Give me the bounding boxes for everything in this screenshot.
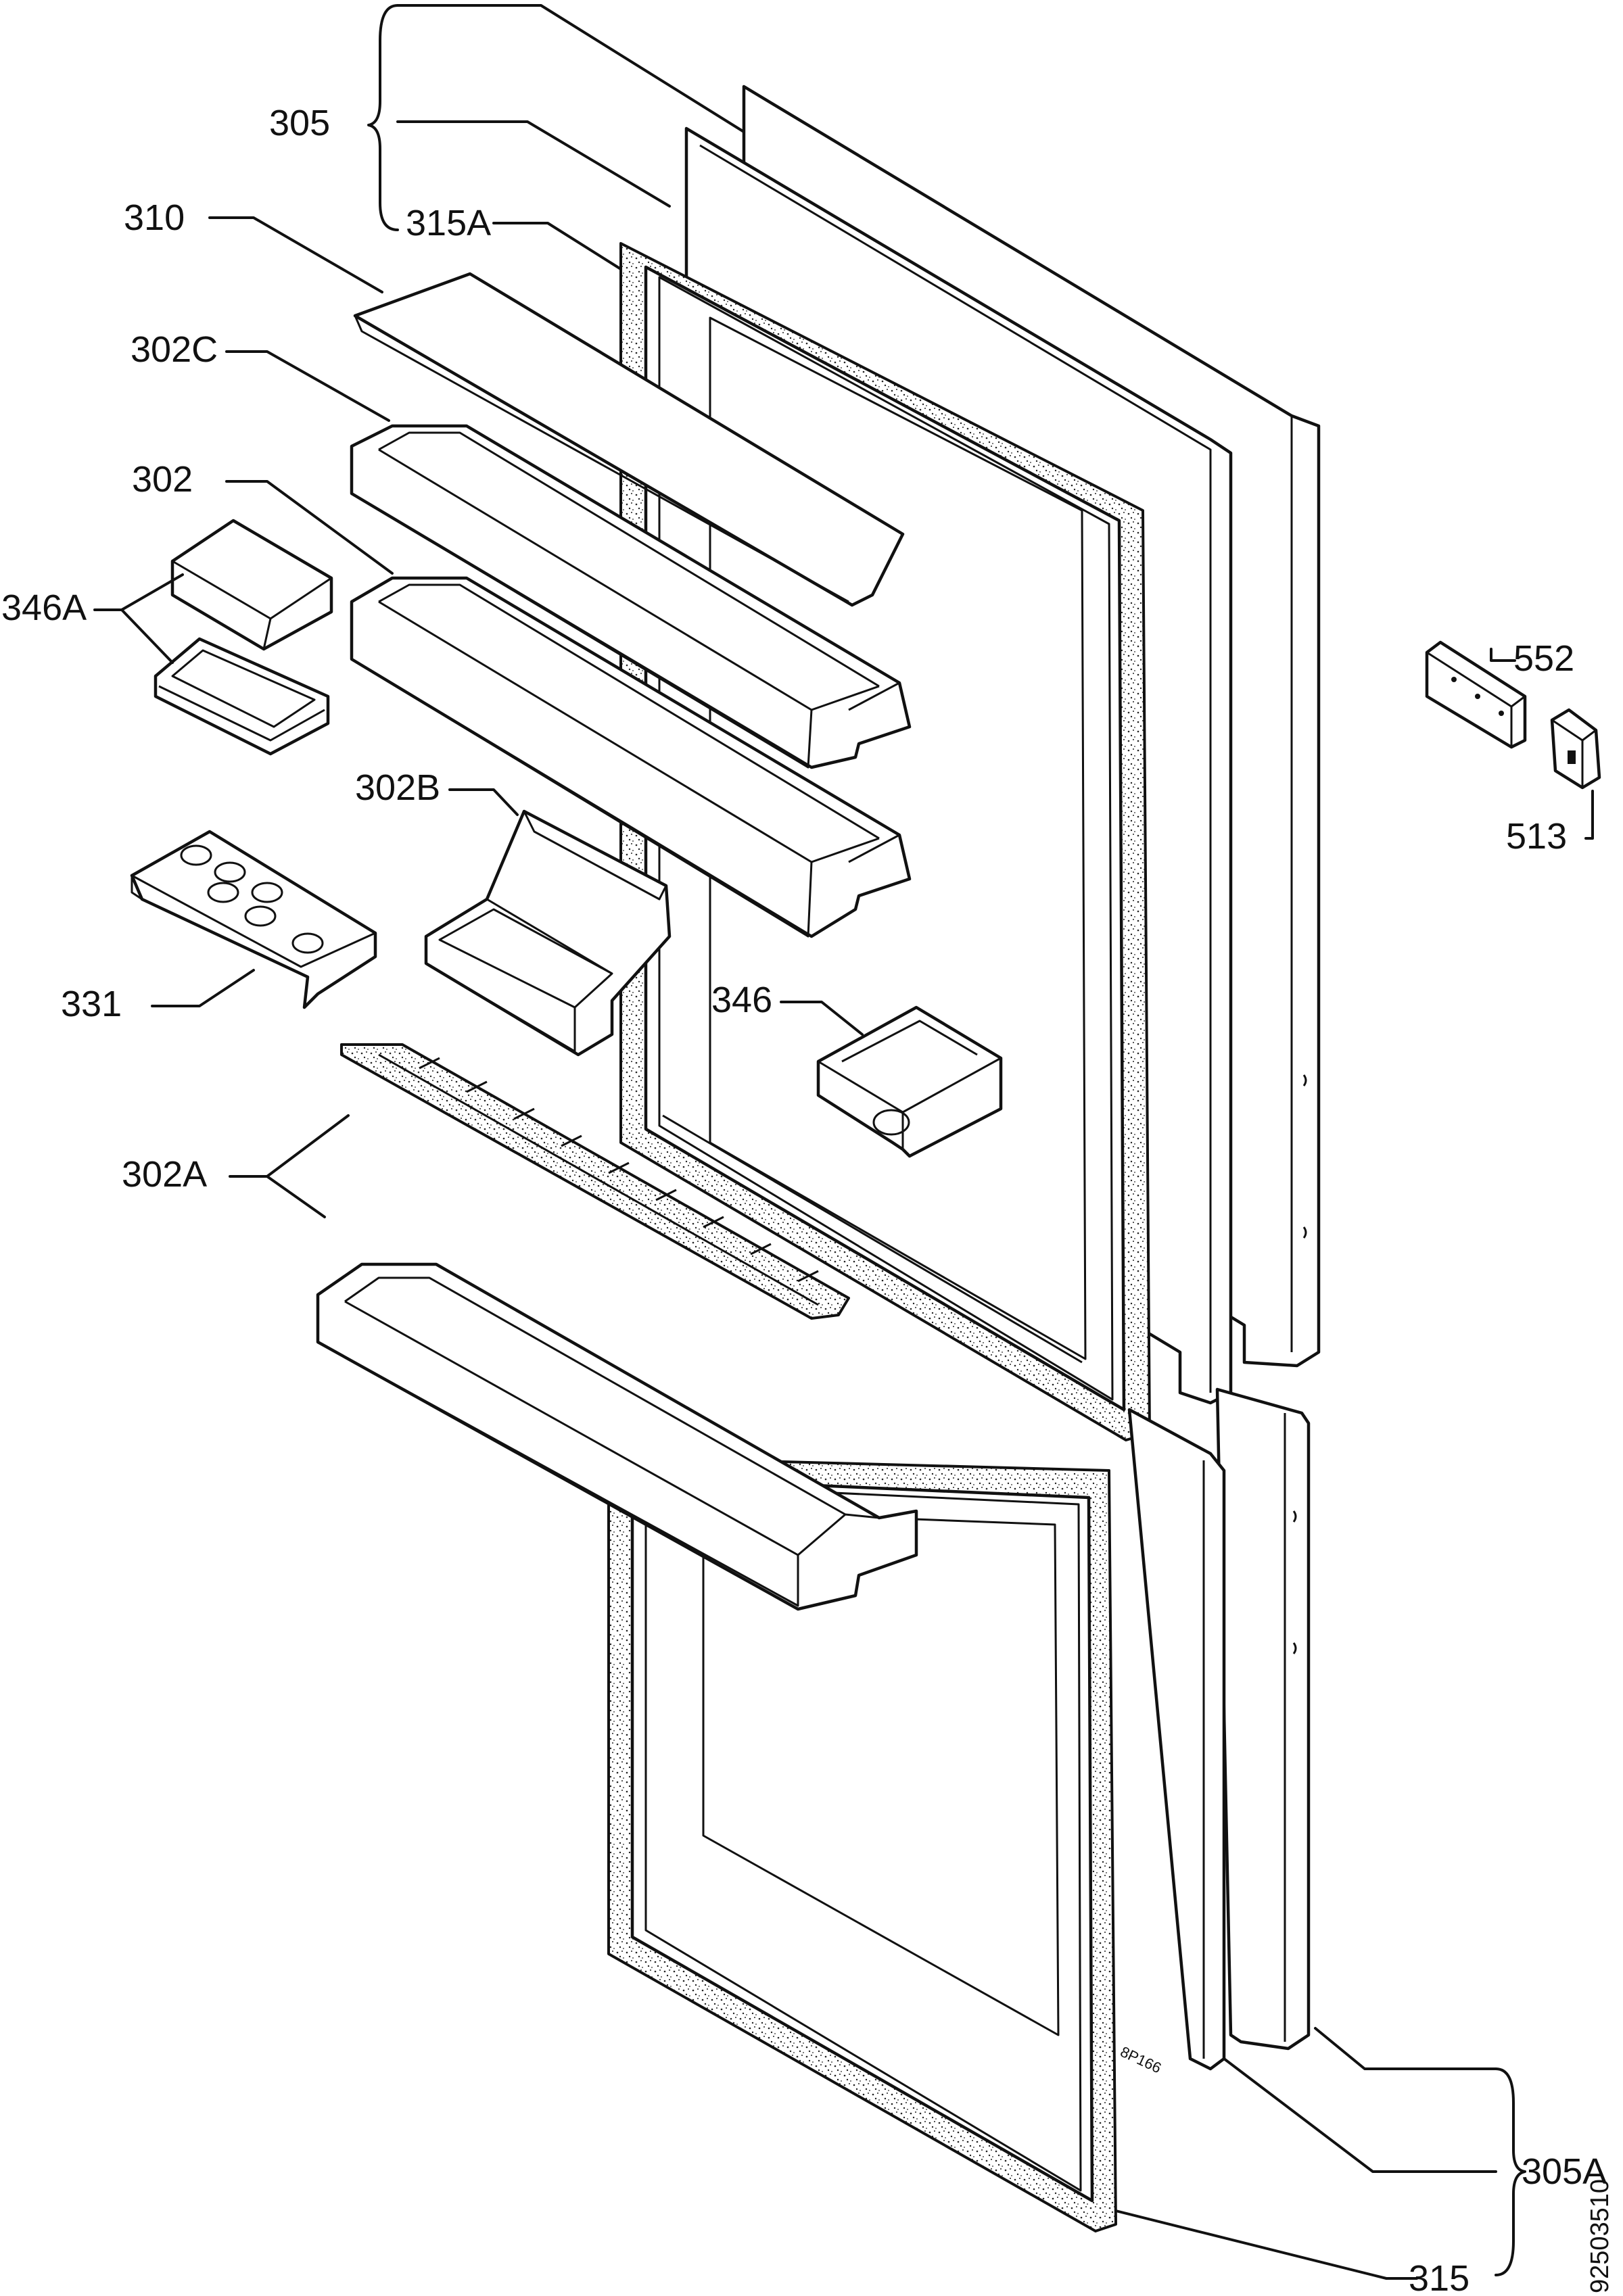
part-310-shelf-cover bbox=[353, 272, 905, 607]
label-310: 310 bbox=[124, 197, 185, 238]
label-305: 305 bbox=[269, 103, 330, 143]
label-552: 552 bbox=[1513, 638, 1574, 679]
part-302A-bottle-bin bbox=[316, 1262, 918, 1611]
document-number: 92503510 bbox=[1586, 2179, 1614, 2293]
label-331: 331 bbox=[61, 984, 122, 1024]
brace-305A bbox=[1495, 2067, 1526, 2276]
lower-door-outer-panel bbox=[1215, 1387, 1311, 2051]
label-302: 302 bbox=[132, 459, 193, 500]
leader-lines bbox=[93, 4, 1594, 2280]
part-346A-butter-tray bbox=[154, 637, 330, 756]
part-302A-grille bbox=[340, 1043, 850, 1320]
part-513-hinge-bracket bbox=[1550, 708, 1601, 790]
label-315A: 315A bbox=[406, 203, 491, 243]
part-346A-butter-box bbox=[170, 519, 333, 651]
lower-door-gasket-315 bbox=[607, 1456, 1117, 2232]
lower-door-liner bbox=[1127, 1408, 1226, 2071]
label-315: 315 bbox=[1409, 2258, 1469, 2296]
label-302A: 302A bbox=[122, 1154, 207, 1195]
label-302C: 302C bbox=[131, 329, 218, 370]
drawing-stamp: 8P166 bbox=[1118, 2043, 1164, 2077]
part-302B-small-bin bbox=[424, 809, 672, 1057]
part-331-egg-tray bbox=[130, 830, 377, 1009]
label-305A: 305A bbox=[1522, 2151, 1607, 2192]
brace-305 bbox=[367, 4, 399, 231]
part-302-door-bin bbox=[350, 576, 912, 938]
label-513: 513 bbox=[1506, 816, 1567, 857]
label-346: 346 bbox=[711, 980, 772, 1020]
label-346A: 346A bbox=[1, 588, 87, 628]
part-552-hinge-plate bbox=[1425, 640, 1527, 749]
part-302C-door-bin bbox=[350, 424, 912, 769]
label-302B: 302B bbox=[355, 767, 440, 808]
part-346-small-box bbox=[816, 1005, 1003, 1158]
